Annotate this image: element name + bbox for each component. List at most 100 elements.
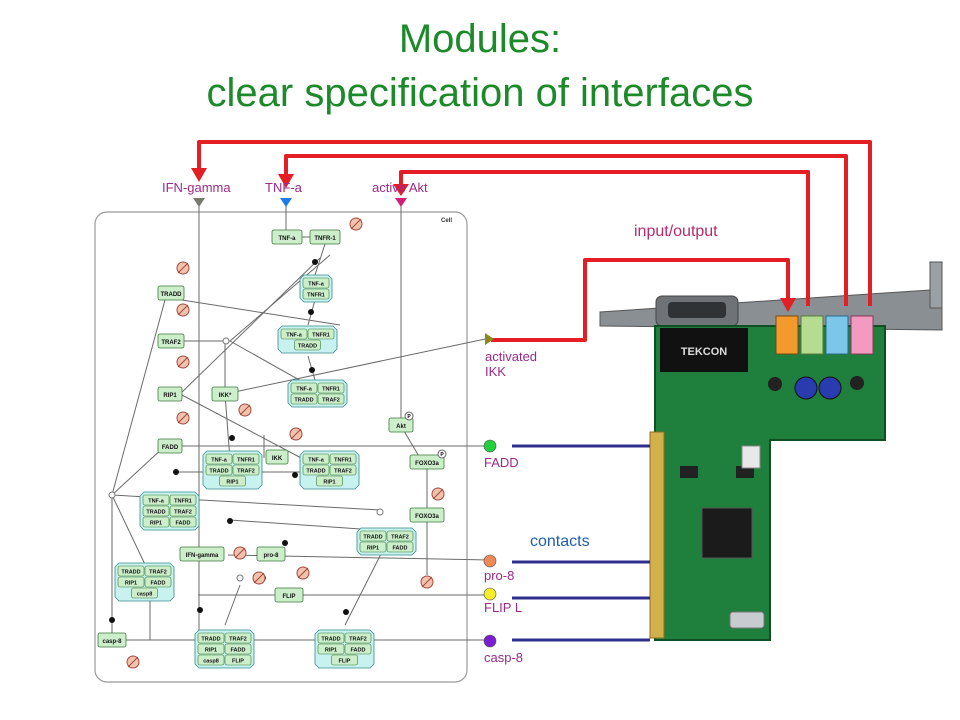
species-box-foxo3a[interactable] [409,507,445,523]
edge-rip1 [179,257,321,395]
species-box-ifn-gamma[interactable] [179,546,225,562]
port-tnf-a-icon[interactable] [280,198,292,207]
complex-member-label: TRADD [294,398,313,404]
species-box-tnfr1[interactable] [309,229,341,245]
species-foxo3a-p: FOXO3a [415,461,439,467]
jack-pink[interactable] [850,315,874,355]
edge-connector [649,431,665,639]
label-casp8: casp-8 [484,650,523,665]
species-box-casp8[interactable] [97,632,127,648]
jack-green[interactable] [800,315,824,355]
complex-member-label: casp8 [137,592,153,598]
complex-member-label: TNFR1 [307,293,325,299]
capacitor-3 [768,377,782,391]
complex-member-label: FADD [176,521,191,527]
port-fadd-dot[interactable] [483,439,497,453]
complex-member-box [142,494,170,506]
dot [229,435,235,441]
complex-member-label: RIP1 [323,480,335,486]
complex-member-box [329,464,357,476]
arrowhead-ifn-gamma [191,168,207,182]
species-ifn-gamma: IFN-gamma [186,553,219,559]
complex-member-label: TRADD [201,637,220,643]
species-box-ikk[interactable] [265,449,289,465]
species-box-foxo3a-p[interactable] [409,454,445,470]
complex-member-label: TRAF2 [334,469,352,475]
degradation-slash [290,428,302,440]
complex-member-label: TRAF2 [391,535,409,541]
port-active-akt-icon[interactable] [395,198,407,207]
label-flip-l: FLIP L [484,600,522,615]
pcb-board [654,325,886,641]
contact-lines [512,444,650,642]
species-ikk: IKK [272,456,283,462]
complex-member-label: TRAF2 [229,637,247,643]
complex-member-box [317,632,345,644]
complex-member-box [302,288,330,300]
complex-member-box [224,632,252,644]
complex-member-label: FLIP [339,659,351,665]
species-box-rip1[interactable] [157,386,183,402]
complex-member-box [316,475,343,487]
species-box-tradd[interactable] [157,285,185,301]
complex-member-label: TNF-a [296,387,313,393]
complex-member-label: TRADD [306,469,325,475]
degradation-slash [421,576,433,588]
complex-member-label: RIP1 [150,521,162,527]
port-activated-ikk-icon[interactable] [485,333,494,345]
species-tnfr1: TNFR-1 [314,236,336,242]
junction [376,508,384,516]
edge-ikk-out [224,337,491,395]
complex-member-label: TRADD [298,344,317,350]
edge-ikkstar-down [224,393,231,461]
species-box-pro8[interactable] [256,546,286,562]
species-box-akt[interactable] [388,417,414,433]
dot [312,259,318,265]
complex-member-box [307,328,335,340]
species-boxes [97,229,445,648]
input-ports [193,198,494,345]
degradation-slash [177,412,189,424]
wire-tnf-a [284,154,848,306]
complex-member-box [386,541,414,553]
complex-member-label: RIP1 [205,648,217,654]
complex-member-box [197,632,225,644]
species-foxo3a: FOXO3a [415,514,439,520]
complex-member-label: TRADD [121,570,140,576]
port-flip-dot[interactable] [483,587,497,601]
jack-orange[interactable] [775,315,799,355]
degradation-symbols [126,217,445,669]
edge-hub-fadd [111,445,166,496]
species-box-fadd[interactable] [157,438,183,454]
degradation-slash [432,488,444,500]
complex-member-box [302,464,330,476]
complex-member-box [317,382,345,394]
complex-member-box [224,643,252,655]
cell-network: Cell [94,206,491,683]
label-pro8: pro-8 [484,568,514,583]
complex-member-label: RIP1 [367,546,379,552]
species-box-ikkstar[interactable] [211,386,239,402]
port-casp8-dot[interactable] [483,634,497,648]
species-box-traf2[interactable] [157,333,185,349]
annotation-contacts: contacts [530,533,590,550]
complex-member-box [169,505,197,517]
complex-member-box [386,530,414,542]
species-box-flip[interactable] [274,587,304,603]
port-pro8-dot[interactable] [483,554,497,568]
species-tnfa: TNF-a [279,236,297,242]
port-ifn-gamma-icon[interactable] [193,198,205,207]
jack-blue[interactable] [825,315,849,355]
complex-member-label: FADD [231,648,246,654]
species-box-tnfa[interactable] [271,229,303,245]
